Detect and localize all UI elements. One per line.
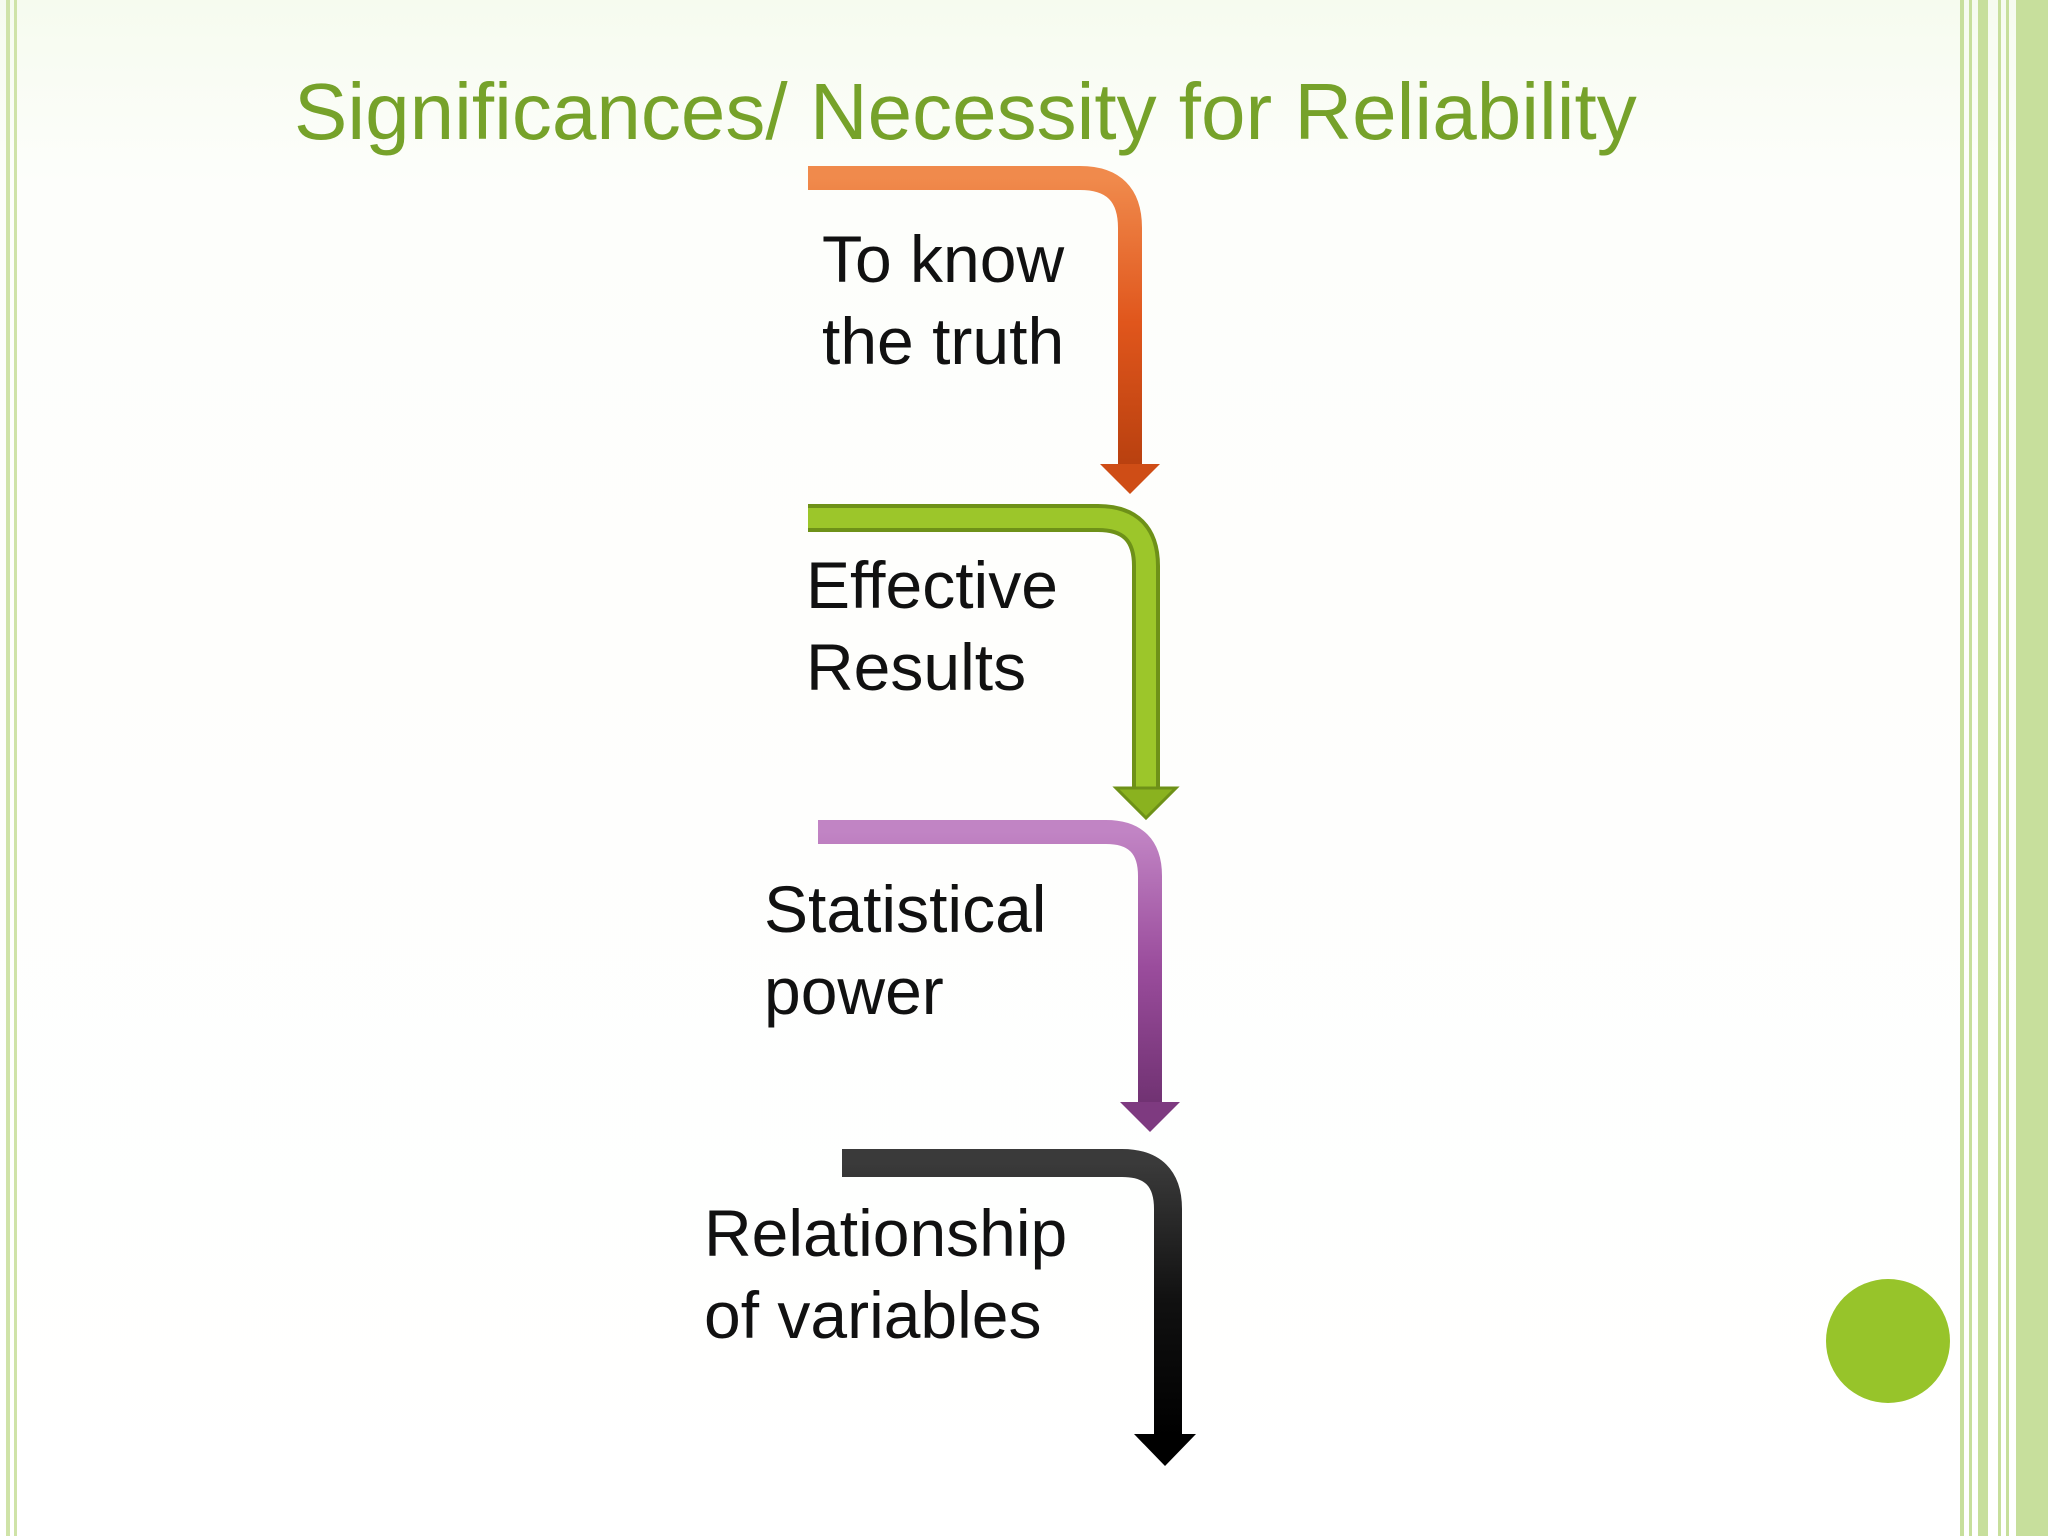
step-label-3: Statistical power [764, 868, 1046, 1032]
step-4-line-2: of variables [704, 1278, 1042, 1352]
slide-title: Significances/ Necessity for Reliability [294, 67, 1637, 156]
right-border-decoration [1954, 0, 2048, 1536]
decorative-green-dot [1826, 1279, 1950, 1403]
step-1-line-2: the truth [822, 304, 1065, 378]
arrow-step-1 [808, 166, 1160, 494]
left-border-decoration [0, 0, 24, 1536]
step-label-2: Effective Results [806, 544, 1058, 708]
step-4-line-1: Relationship [704, 1196, 1068, 1270]
step-1-line-1: To know [822, 222, 1065, 296]
step-label-1: To know the truth [822, 218, 1064, 382]
step-2-line-1: Effective [806, 548, 1058, 622]
step-3-line-1: Statistical [764, 872, 1047, 946]
arrow-step-4 [842, 1149, 1196, 1466]
arrow-step-2 [808, 504, 1180, 821]
step-3-line-2: power [764, 954, 944, 1028]
arrow-step-3 [818, 820, 1180, 1132]
step-2-line-2: Results [806, 630, 1027, 704]
step-label-4: Relationship of variables [704, 1192, 1067, 1356]
